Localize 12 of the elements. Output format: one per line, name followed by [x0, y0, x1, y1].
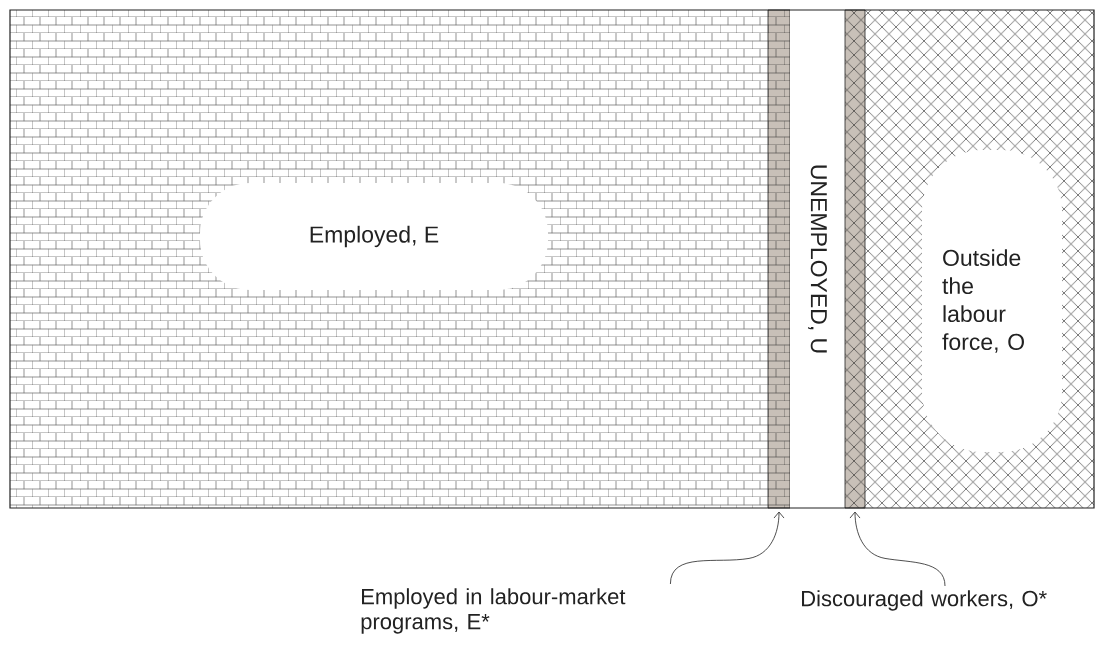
node-label: UNEMPLOYED, U: [808, 165, 828, 353]
node-label: Employed, E: [310, 225, 439, 248]
label-region: Outside the labour force, O: [922, 150, 1062, 452]
shaded-band: [767, 9, 791, 509]
unemployed-band: UNEMPLOYED, U: [790, 10, 845, 508]
shaded-band: [844, 9, 866, 509]
label-region: Employed, E: [200, 183, 548, 290]
callout-text: Discouraged workers, O*: [802, 590, 1047, 611]
leader-arrow: [849, 511, 946, 587]
node-label: Outside the labour force, O: [942, 249, 1024, 353]
leader-arrow: [670, 511, 785, 585]
callout-text: Employed in labour-market programs, E*: [361, 588, 626, 634]
